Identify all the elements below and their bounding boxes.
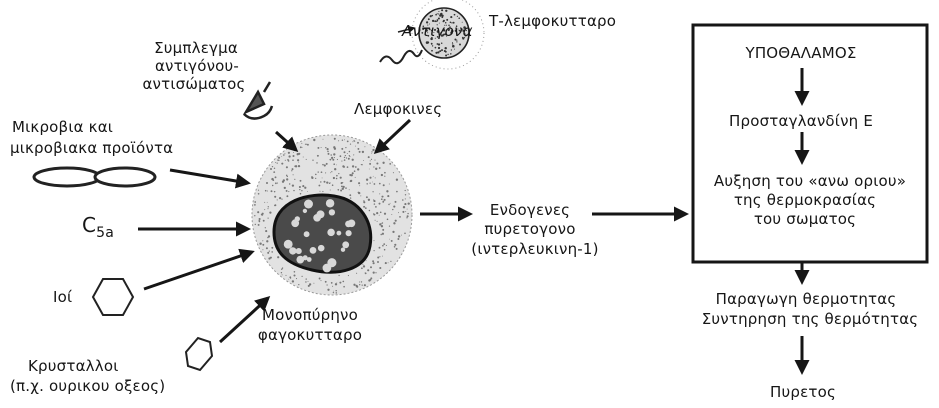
arrow-immune-complex	[276, 132, 296, 150]
immune-complex-icon	[244, 82, 272, 119]
heat-conservation-label: Συντηρηση της θερμότητας	[702, 310, 919, 328]
c5a-label: C5a	[82, 216, 114, 242]
setpoint-label-1: Αυξηση του «ανω οριου»	[714, 172, 906, 190]
complex-label-1: Συμπλεγμα	[154, 39, 238, 57]
pyrogen-label-1: Ενδογενες	[490, 201, 570, 219]
microbe-icon	[34, 168, 155, 186]
t-lymphocyte-label: Τ-λεμφοκυτταρο	[489, 12, 616, 30]
pyrogen-label-2: πυρετογονο	[484, 220, 575, 238]
c5a-subscript: 5a	[96, 225, 114, 241]
complex-label-2: αντιγόνου-	[155, 57, 239, 75]
phagocyte-label-2: φαγοκυτταρο	[258, 326, 362, 344]
arrow-microbes	[170, 170, 248, 183]
microbes-label-1: Μικροβια και	[12, 118, 113, 136]
setpoint-label-3: του σωματος	[754, 210, 856, 228]
setpoint-label-2: της θερμοκρασίας	[734, 191, 876, 209]
antigen-squiggle	[380, 50, 422, 63]
antigen-label: Αντιγονα	[402, 22, 473, 40]
crystals-label-2: (π.χ. ουρικου οξεος)	[10, 377, 165, 395]
complex-label-3: αντισώματος	[142, 75, 245, 93]
viruses-label: Ιοί	[53, 288, 72, 306]
fever-label: Πυρετος	[770, 383, 836, 401]
crystal-icon	[186, 338, 212, 370]
arrow-lymphokines	[376, 120, 410, 152]
mononuclear-phagocyte-cell	[252, 135, 412, 295]
hypothalamus-title: ΥΠΟΘΑΛΑΜΟΣ	[745, 44, 856, 62]
prostaglandin-label: Προσταγλανδίνη Ε	[729, 112, 873, 130]
microbes-label-2: μικροβιακα προϊόντα	[10, 139, 173, 157]
virus-hexagon-icon	[93, 279, 133, 315]
arrow-viruses	[144, 252, 252, 289]
pyrogen-label-3: (ιντερλευκινη-1)	[471, 240, 598, 258]
crystals-label-1: Κρυσταλλοι	[28, 357, 118, 375]
lymphokines-label: Λεμφοκινες	[354, 100, 442, 118]
phagocyte-label-1: Μονοπύρηνο	[262, 306, 358, 324]
heat-production-label: Παραγωγη θερμοτητας	[716, 290, 897, 308]
